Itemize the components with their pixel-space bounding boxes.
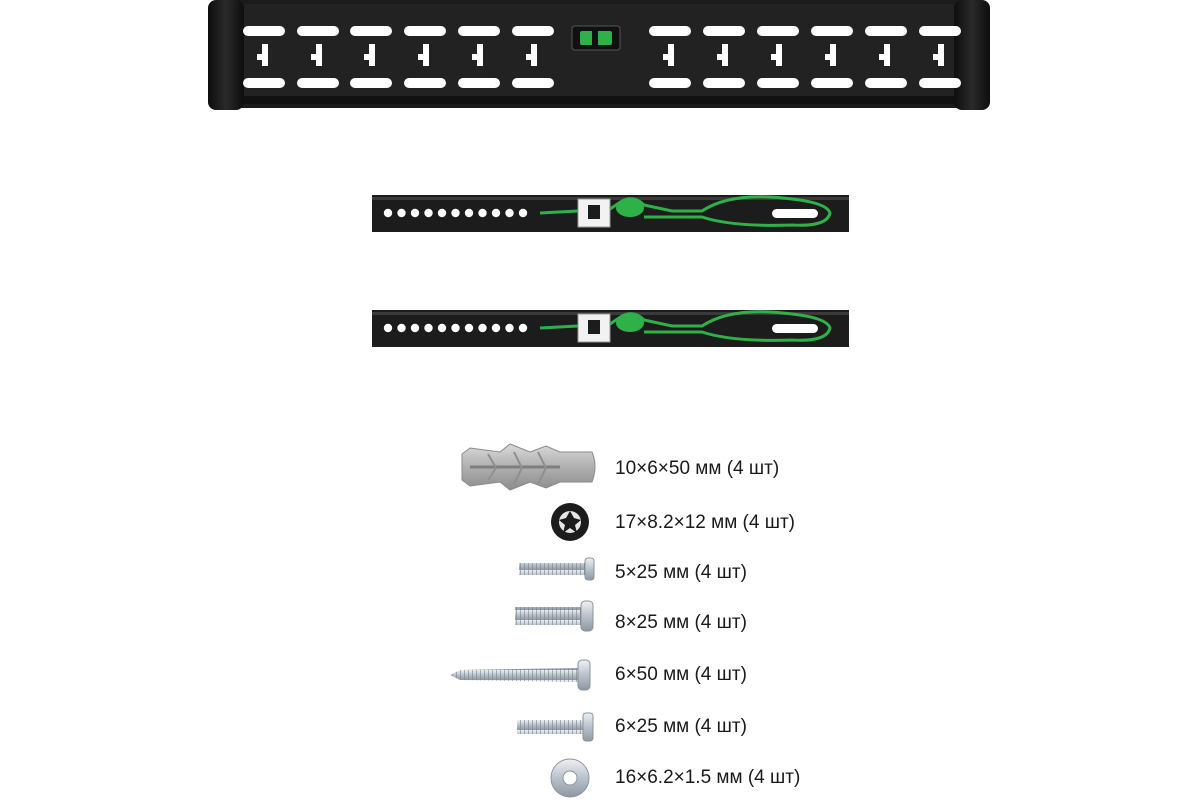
arm-hole [451, 323, 460, 333]
plate-slot-group [703, 26, 745, 88]
safety-strap [539, 310, 832, 342]
arm-clip [577, 198, 611, 228]
arm-hole [464, 323, 474, 333]
plate-slot-group [649, 26, 691, 88]
arm-hole [505, 323, 514, 333]
arm-hole [397, 208, 406, 218]
arm-hole [491, 208, 501, 218]
safety-strap [539, 195, 832, 227]
arm-hole [518, 323, 528, 333]
arm-hole [491, 323, 501, 333]
arm-hole [424, 323, 433, 333]
wall-anchor-icon [461, 443, 596, 491]
plate-slot-group [350, 26, 392, 88]
arm-slot [772, 209, 818, 218]
arm-hole [383, 208, 393, 218]
wall-plate-right-cap [954, 0, 990, 110]
washer-icon [550, 758, 590, 798]
arm-hole [437, 208, 447, 218]
arm-hole [478, 323, 487, 333]
plate-slot-group [865, 26, 907, 88]
arm-hole [410, 208, 420, 218]
plate-slot-group [512, 26, 554, 88]
arm-hole [451, 208, 460, 218]
plate-slot-group [919, 26, 961, 88]
arm-hole [518, 208, 528, 218]
rubber-grommet-icon [551, 503, 589, 541]
hardware-label-washer: 16×6.2×1.5 мм (4 шт) [615, 767, 801, 788]
bolt-m5-icon [519, 557, 595, 581]
bubble-level-icon [571, 25, 621, 51]
wood-screw-icon [450, 659, 591, 691]
plate-slot-group [757, 26, 799, 88]
arm-hole [397, 323, 406, 333]
wall-plate-image [208, 0, 990, 110]
bolt-m8-icon [515, 600, 594, 632]
hardware-label-bolt-m6: 6×25 мм (4 шт) [615, 716, 747, 737]
hardware-label-wood-screw: 6×50 мм (4 шт) [615, 664, 747, 685]
arm-hole [383, 323, 393, 333]
plate-slot-group [297, 26, 339, 88]
plate-slot-group [404, 26, 446, 88]
arm-slot [772, 324, 818, 333]
hardware-label-bolt-m8: 8×25 мм (4 шт) [615, 612, 747, 633]
hardware-label-bolt-m5: 5×25 мм (4 шт) [615, 562, 747, 583]
arm-hole [478, 208, 487, 218]
hardware-label-wall-anchor: 10×6×50 мм (4 шт) [615, 458, 780, 479]
mounting-arm-bottom-image [372, 310, 849, 347]
plate-slot-group [458, 26, 500, 88]
plate-slot-group [243, 26, 285, 88]
arm-hole [464, 208, 474, 218]
arm-hole [437, 323, 447, 333]
arm-hole [410, 323, 420, 333]
arm-hole [505, 208, 514, 218]
plate-slot-group [811, 26, 853, 88]
bolt-m6-icon [517, 712, 594, 742]
arm-hole [424, 208, 433, 218]
mounting-arm-top-image [372, 195, 849, 232]
hardware-label-rubber-grommet: 17×8.2×12 мм (4 шт) [615, 512, 795, 533]
wall-plate-left-cap [208, 0, 244, 110]
